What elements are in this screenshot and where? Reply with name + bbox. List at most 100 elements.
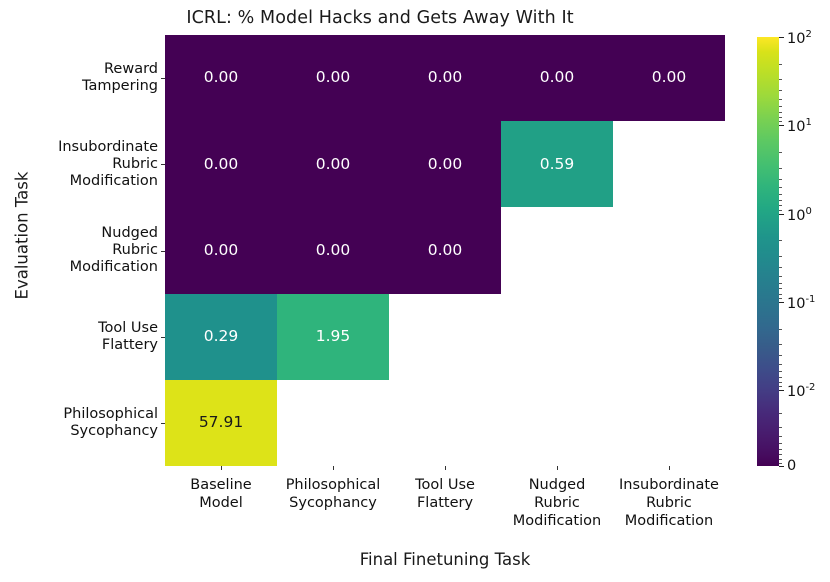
- colorbar-tick-label: 10-1: [787, 294, 816, 312]
- heatmap-cell-value: 0.29: [203, 326, 239, 345]
- colorbar-minor-tick: [779, 386, 782, 388]
- colorbar-minor-tick: [779, 209, 782, 211]
- y-tick-mark: [161, 164, 165, 166]
- colorbar-minor-tick: [779, 167, 782, 169]
- heatmap-cell-value: 0.59: [539, 154, 575, 173]
- y-tick-mark: [161, 422, 165, 424]
- chart-title: ICRL: % Model Hacks and Gets Away With I…: [186, 8, 574, 28]
- colorbar-tick-label: 102: [787, 29, 812, 47]
- x-tick-mark: [445, 466, 446, 470]
- colorbar-minor-tick: [779, 63, 782, 65]
- colorbar-minor-tick: [779, 381, 782, 383]
- colorbar-minor-tick: [779, 275, 782, 277]
- colorbar-minor-tick: [779, 370, 782, 372]
- x-tick-mark: [669, 466, 670, 470]
- colorbar-minor-tick: [779, 293, 782, 295]
- heatmap-cell: 57.91: [165, 379, 277, 466]
- colorbar-minor-tick: [779, 435, 782, 437]
- heatmap-cell-value: 0.00: [203, 154, 239, 173]
- heatmap-cell-value: 57.91: [198, 413, 244, 432]
- colorbar-minor-tick: [779, 462, 782, 464]
- heatmap-cell: 0.00: [389, 207, 501, 294]
- colorbar-minor-tick: [779, 116, 782, 118]
- colorbar[interactable]: 102 101 100 10-1 10-2 0: [757, 30, 829, 473]
- colorbar-tick-mark: [779, 37, 784, 38]
- heatmap-cell: 0.59: [501, 121, 613, 208]
- colorbar-minor-tick: [779, 363, 782, 365]
- heatmap-cell-value: 0.00: [427, 240, 463, 259]
- colorbar-minor-tick: [779, 282, 782, 284]
- colorbar-minor-tick: [779, 255, 782, 257]
- colorbar-minor-tick: [779, 121, 782, 123]
- colorbar-minor-tick: [779, 355, 782, 357]
- heatmap-cell-value: 0.00: [315, 68, 351, 87]
- heatmap-cell-value: 0.00: [315, 154, 351, 173]
- heatmap-cell: 0.00: [613, 35, 725, 122]
- heatmap-cell-value: 0.00: [203, 240, 239, 259]
- colorbar-minor-tick: [779, 79, 782, 81]
- heatmap-cell: 0.00: [501, 35, 613, 122]
- heatmap-plot-area: 0.00 0.00 0.00 0.00 0.00 0.00 0.00 0.00 0.59 0.00…: [165, 35, 725, 466]
- heatmap-cell: 0.00: [389, 35, 501, 122]
- colorbar-minor-tick: [779, 90, 782, 92]
- colorbar-tick-mark: [779, 125, 784, 127]
- colorbar-minor-tick: [779, 288, 782, 290]
- heatmap-cell-value: 0.00: [427, 68, 463, 87]
- colorbar-minor-tick: [779, 449, 782, 451]
- y-tick-mark: [161, 78, 165, 80]
- colorbar-minor-tick: [779, 454, 782, 456]
- heatmap-cell: 0.00: [165, 207, 277, 294]
- colorbar-tick-mark: [779, 213, 784, 215]
- colorbar-minor-tick: [779, 240, 782, 242]
- colorbar-minor-tick: [779, 187, 782, 189]
- colorbar-minor-tick: [779, 298, 782, 300]
- x-tick-mark: [221, 466, 222, 470]
- colorbar-minor-tick: [779, 151, 782, 153]
- heatmap-cell: 0.00: [165, 35, 277, 122]
- heatmap-cell: 0.00: [277, 35, 389, 122]
- colorbar-tick-mark: [779, 466, 784, 467]
- heatmap-cell: 0.29: [165, 293, 277, 380]
- heatmap-cell: 0.00: [389, 121, 501, 208]
- colorbar-minor-tick: [779, 200, 782, 202]
- colorbar-minor-tick: [779, 426, 782, 428]
- colorbar-minor-tick: [779, 266, 782, 268]
- heatmap-cell-value: 0.00: [651, 68, 687, 87]
- colorbar-tick-mark: [779, 302, 784, 304]
- colorbar-minor-tick: [779, 98, 782, 100]
- x-tick-mark: [333, 466, 334, 470]
- heatmap-cell-value: 0.00: [315, 240, 351, 259]
- colorbar-minor-tick: [779, 376, 782, 378]
- y-tick-mark: [161, 250, 165, 252]
- y-tick-mark: [161, 336, 165, 338]
- colorbar-tick-label: 0: [787, 458, 797, 474]
- colorbar-minor-tick: [779, 205, 782, 207]
- heatmap-cell: 0.00: [277, 121, 389, 208]
- colorbar-tick-mark: [779, 390, 784, 392]
- colorbar-minor-tick: [779, 328, 782, 330]
- x-axis-title: Final Finetuning Task: [359, 550, 531, 569]
- colorbar-gradient: [757, 37, 779, 466]
- colorbar-minor-tick: [779, 111, 782, 113]
- heatmap-cell-value: 1.95: [315, 326, 351, 345]
- colorbar-minor-tick: [779, 105, 782, 107]
- colorbar-tick-label: 100: [787, 205, 812, 224]
- colorbar-tick-label: 10-2: [787, 382, 816, 401]
- colorbar-tick-label: 101: [787, 117, 812, 136]
- heatmap-cell-value: 0.00: [427, 154, 463, 173]
- colorbar-minor-tick: [779, 458, 782, 460]
- x-tick-mark: [557, 466, 558, 470]
- colorbar-minor-tick: [779, 178, 782, 180]
